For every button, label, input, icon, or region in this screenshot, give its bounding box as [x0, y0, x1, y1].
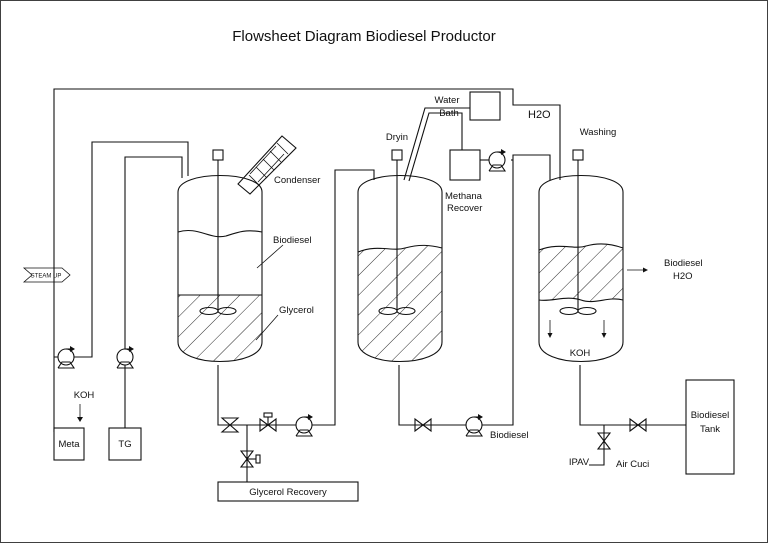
biodiesel-tank-label-2: Tank	[700, 424, 720, 435]
biodiesel-reactor-label: Biodiesel	[273, 235, 312, 246]
valve-reactor-bottom	[220, 417, 240, 433]
valve-ipav	[596, 432, 612, 450]
valve-reactor-line	[259, 412, 277, 433]
koh-wash-label: KOH	[570, 348, 591, 359]
output-arrow-icon	[643, 267, 648, 273]
methana-label-2: Recover	[447, 203, 482, 214]
ipav-label: IPAV	[569, 457, 590, 468]
dryer-vessel	[357, 149, 443, 363]
meta-tank	[53, 427, 85, 461]
valve-dryer-out	[414, 417, 432, 433]
water-bath-box	[469, 91, 501, 121]
air-cuci-label: Air Cuci	[616, 459, 649, 470]
methanol-recover-box	[449, 149, 481, 181]
pump-methanol-recover	[488, 149, 507, 172]
biodiesel-tank-box	[685, 379, 735, 475]
biodiesel-h2o-label-1: Biodiesel	[664, 258, 703, 269]
water-bath-label-2: Bath	[439, 108, 459, 119]
pump-methanol	[57, 346, 76, 369]
valve-glycerol	[239, 450, 261, 468]
h2o-label: H2O	[528, 109, 551, 121]
meta-label: Meta	[58, 439, 80, 450]
steam-up-label: STEAM UP	[31, 274, 62, 280]
dryin-label: Dryin	[386, 132, 408, 143]
biodiesel-out-label: Biodiesel	[490, 430, 529, 441]
pipelines	[53, 88, 686, 482]
glycerol-recovery-box	[217, 481, 359, 502]
glycerol-recovery-label: Glycerol Recovery	[249, 487, 327, 498]
steam-up-arrow-icon	[22, 267, 71, 283]
pump-reactor-out	[295, 414, 314, 437]
tg-label: TG	[118, 439, 131, 450]
koh-feed-label: KOH	[74, 390, 95, 401]
biodiesel-h2o-label-2: H2O	[673, 271, 693, 282]
reactor-1	[177, 135, 297, 363]
pump-tg	[116, 346, 135, 369]
condenser	[237, 135, 297, 195]
methana-label-1: Methana	[445, 191, 483, 202]
koh-arrow-icon	[77, 417, 83, 422]
washing-vessel	[538, 149, 624, 363]
water-bath-label-1: Water	[435, 95, 460, 106]
washing-label: Washing	[580, 127, 617, 138]
condenser-label: Condenser	[274, 175, 320, 186]
tg-tank	[108, 427, 142, 461]
glycerol-label: Glycerol	[279, 305, 314, 316]
valve-tank-line	[629, 417, 647, 433]
biodiesel-tank-label-1: Biodiesel	[691, 410, 730, 421]
pump-dryer-out	[465, 414, 484, 437]
diagram-title: Flowsheet Diagram Biodiesel Productor	[232, 28, 495, 45]
